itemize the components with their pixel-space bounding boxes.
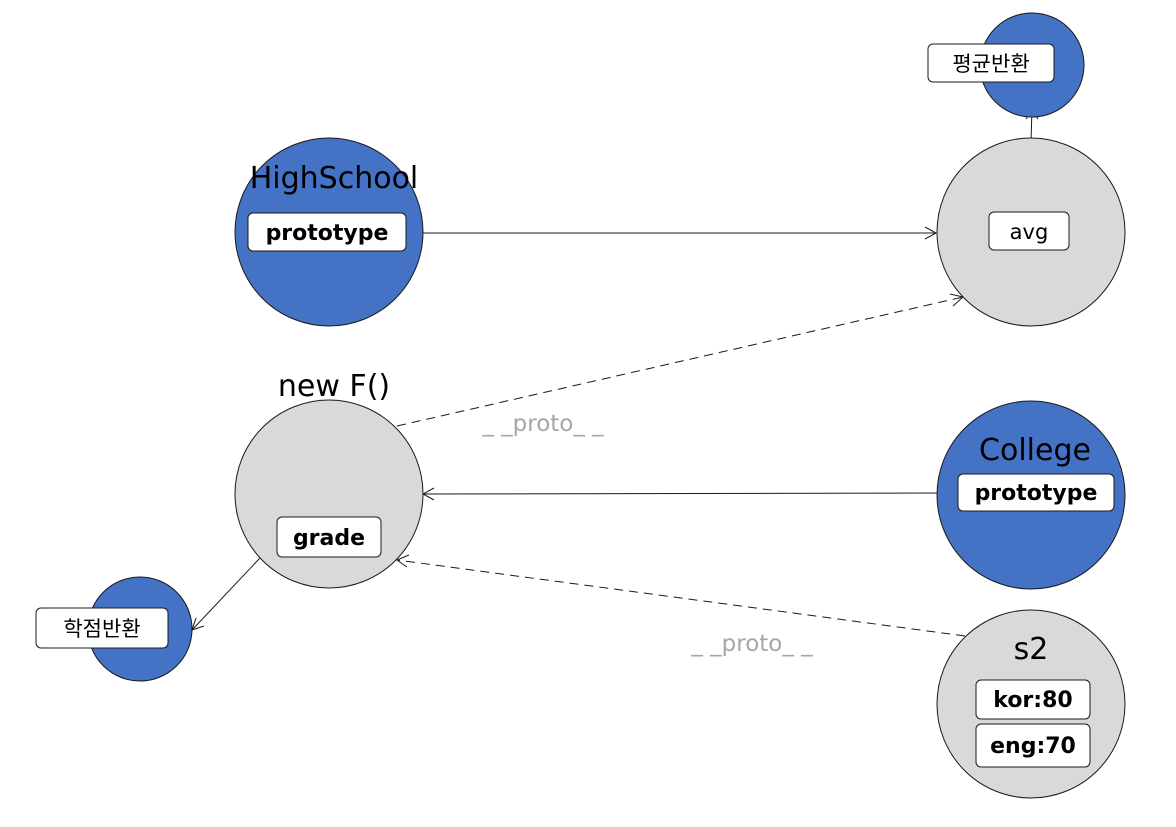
s2-title: s2: [1014, 632, 1049, 667]
s2-node: s2 kor:80 eng:70: [936, 609, 1126, 799]
newf-node: new F() grade: [234, 369, 424, 589]
s2-kor-label: kor:80: [993, 688, 1072, 713]
avg-object-node: avg: [936, 137, 1126, 327]
avg-function-node: 평균반환: [927, 12, 1085, 118]
college-node: College prototype: [936, 400, 1126, 590]
arrowhead: [395, 554, 410, 568]
avg-function-label: 평균반환: [952, 52, 1029, 76]
edge-s2-proto: [396, 559, 966, 637]
s2-kor-box: [975, 679, 1091, 720]
proto-label-upper: _ _proto_ _: [481, 411, 604, 437]
newf-circle: [234, 399, 424, 589]
proto-label-lower: _ _proto_ _: [690, 631, 813, 657]
arrowhead: [924, 226, 938, 240]
avg-label: avg: [1010, 220, 1049, 244]
avg-box: [988, 211, 1070, 251]
college-prototype-box: [957, 473, 1115, 512]
grade-label: grade: [293, 526, 365, 551]
grade-function-label: 학점반환: [63, 617, 140, 641]
s2-eng-label: eng:70: [990, 734, 1076, 759]
highschool-prototype-label: prototype: [266, 221, 389, 246]
edge-newf-proto: [396, 296, 964, 427]
newf-title: new F(): [278, 369, 390, 404]
grade-function-box: [35, 607, 169, 649]
arrowhead: [949, 293, 965, 307]
grade-box: [276, 516, 382, 558]
s2-eng-box: [975, 723, 1091, 768]
grade-function-node: 학점반환: [35, 576, 193, 682]
highschool-prototype-box: [247, 212, 407, 252]
college-title: College: [979, 433, 1091, 468]
highschool-node: HighSchool prototype: [234, 137, 424, 327]
avg-function-box: [927, 43, 1055, 83]
highschool-title: HighSchool: [250, 161, 419, 196]
edge-college-prototype: [422, 492, 959, 495]
college-prototype-label: prototype: [975, 481, 1098, 506]
